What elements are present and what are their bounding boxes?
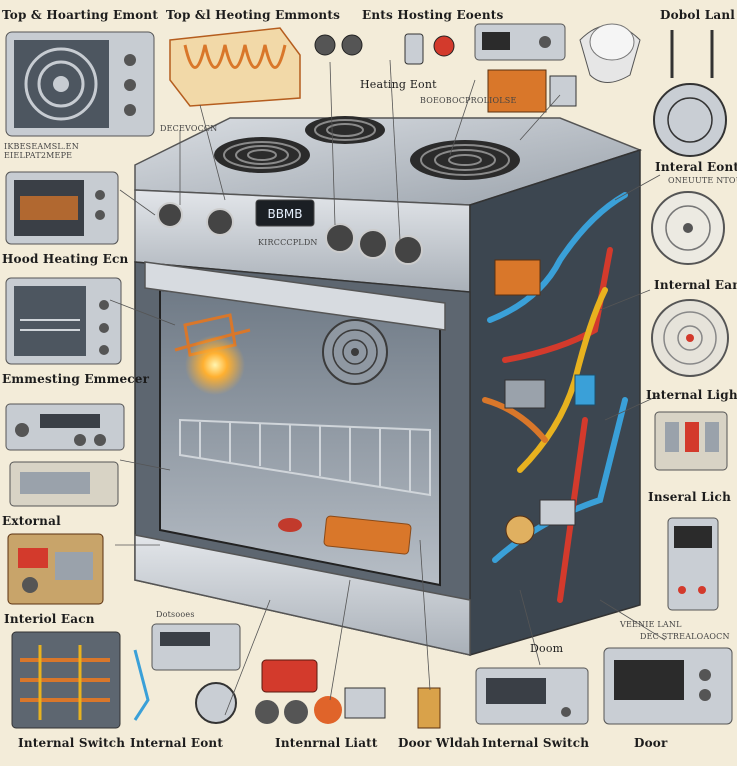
label-hood-heating: Hood Heating Ecn — [2, 252, 129, 266]
component-plug-dial — [653, 30, 727, 157]
thermostat-part — [278, 518, 302, 532]
label-interiol-eacn: Interiol Eacn — [4, 612, 95, 626]
label-inseral-lich: Inseral Lich — [648, 490, 731, 504]
label-internal-ean: Internal Ean — [654, 278, 737, 292]
label-small-top-1: DECEVOCCN — [160, 124, 218, 133]
oven-racks — [179, 418, 431, 497]
component-fan-disc-2 — [651, 299, 729, 377]
burner-right — [410, 140, 520, 180]
label-display-sub: KIRCCCPLDN — [258, 238, 318, 247]
component-light-bulb — [579, 23, 641, 83]
label-bottom-internal-eont: Internal Eont — [130, 736, 224, 750]
label-bottom-internal-switch-2: Internal Switch — [482, 736, 590, 750]
burner-back — [305, 116, 385, 144]
label-small-top-2: BOEOBOCPROLIOLSE — [420, 96, 517, 105]
label-heating-eont: Heating Eont — [360, 78, 437, 91]
label-small-right-3: DEC STREALOAOCN — [640, 632, 730, 641]
label-top-heating-2: Top &l Heoting Emmonts — [166, 8, 341, 22]
oven-body — [134, 116, 643, 657]
component-control-module — [5, 403, 125, 451]
burner-left — [214, 137, 310, 173]
component-relay-box — [9, 461, 119, 507]
component-mini-oven-1 — [5, 171, 119, 245]
component-display-module — [474, 23, 566, 61]
door-handle — [144, 261, 446, 331]
knobs — [157, 202, 423, 265]
label-doom: Doom — [530, 642, 564, 655]
label-top-heating-1: Top & Hoarting Emont — [2, 8, 159, 22]
component-convection-unit — [5, 31, 155, 137]
label-small-bottom-1: Dotsooes — [156, 610, 195, 619]
component-wiring-board — [11, 631, 121, 729]
internal-components — [494, 259, 596, 545]
component-bottom-panel — [151, 623, 241, 671]
bottom-heating-element — [323, 515, 412, 555]
component-switches-row — [314, 33, 455, 65]
component-switch-unit — [475, 667, 589, 725]
label-small-right-2: VEENIE LANL — [620, 620, 682, 629]
label-ents-hosting: Ents Hosting Eoents — [362, 8, 504, 22]
label-dobol-lanl: Dobol Lanl — [660, 8, 736, 22]
display-panel — [255, 199, 315, 227]
component-mini-oven-2 — [5, 277, 122, 365]
glowing-element — [185, 335, 245, 395]
component-heating-coil-top — [169, 27, 301, 107]
display-readout: BBMB — [267, 207, 302, 221]
interior-fan — [322, 319, 388, 385]
bottom-drawer — [134, 534, 471, 656]
component-fan-disc-1 — [651, 191, 725, 265]
component-heating-block — [487, 69, 577, 113]
label-extornal: Extornal — [2, 514, 61, 528]
label-internal-light: Internal Light — [646, 388, 737, 402]
label-bottom-door-wldah: Door Wldah — [398, 736, 480, 750]
component-terminal-block — [654, 411, 728, 471]
component-door-unit — [603, 647, 733, 725]
label-small-left-1: IKBESEAMSL.EN EIELPAT2MEPE — [4, 142, 79, 160]
leader-lines — [109, 59, 666, 716]
label-emmesting: Emmesting Emmecer — [2, 372, 150, 386]
component-external-assembly — [7, 533, 104, 605]
label-small-right-1: ONEUUTE NTOUIN — [668, 176, 737, 185]
label-bottom-intenrnal-liatt: Intenrnal Liatt — [275, 736, 378, 750]
label-bottom-door: Door — [634, 736, 668, 750]
component-controller-box — [667, 517, 719, 611]
label-bottom-internal-switch: Internal Switch — [18, 736, 126, 750]
label-interal-eont: Interal Eont — [655, 160, 737, 174]
